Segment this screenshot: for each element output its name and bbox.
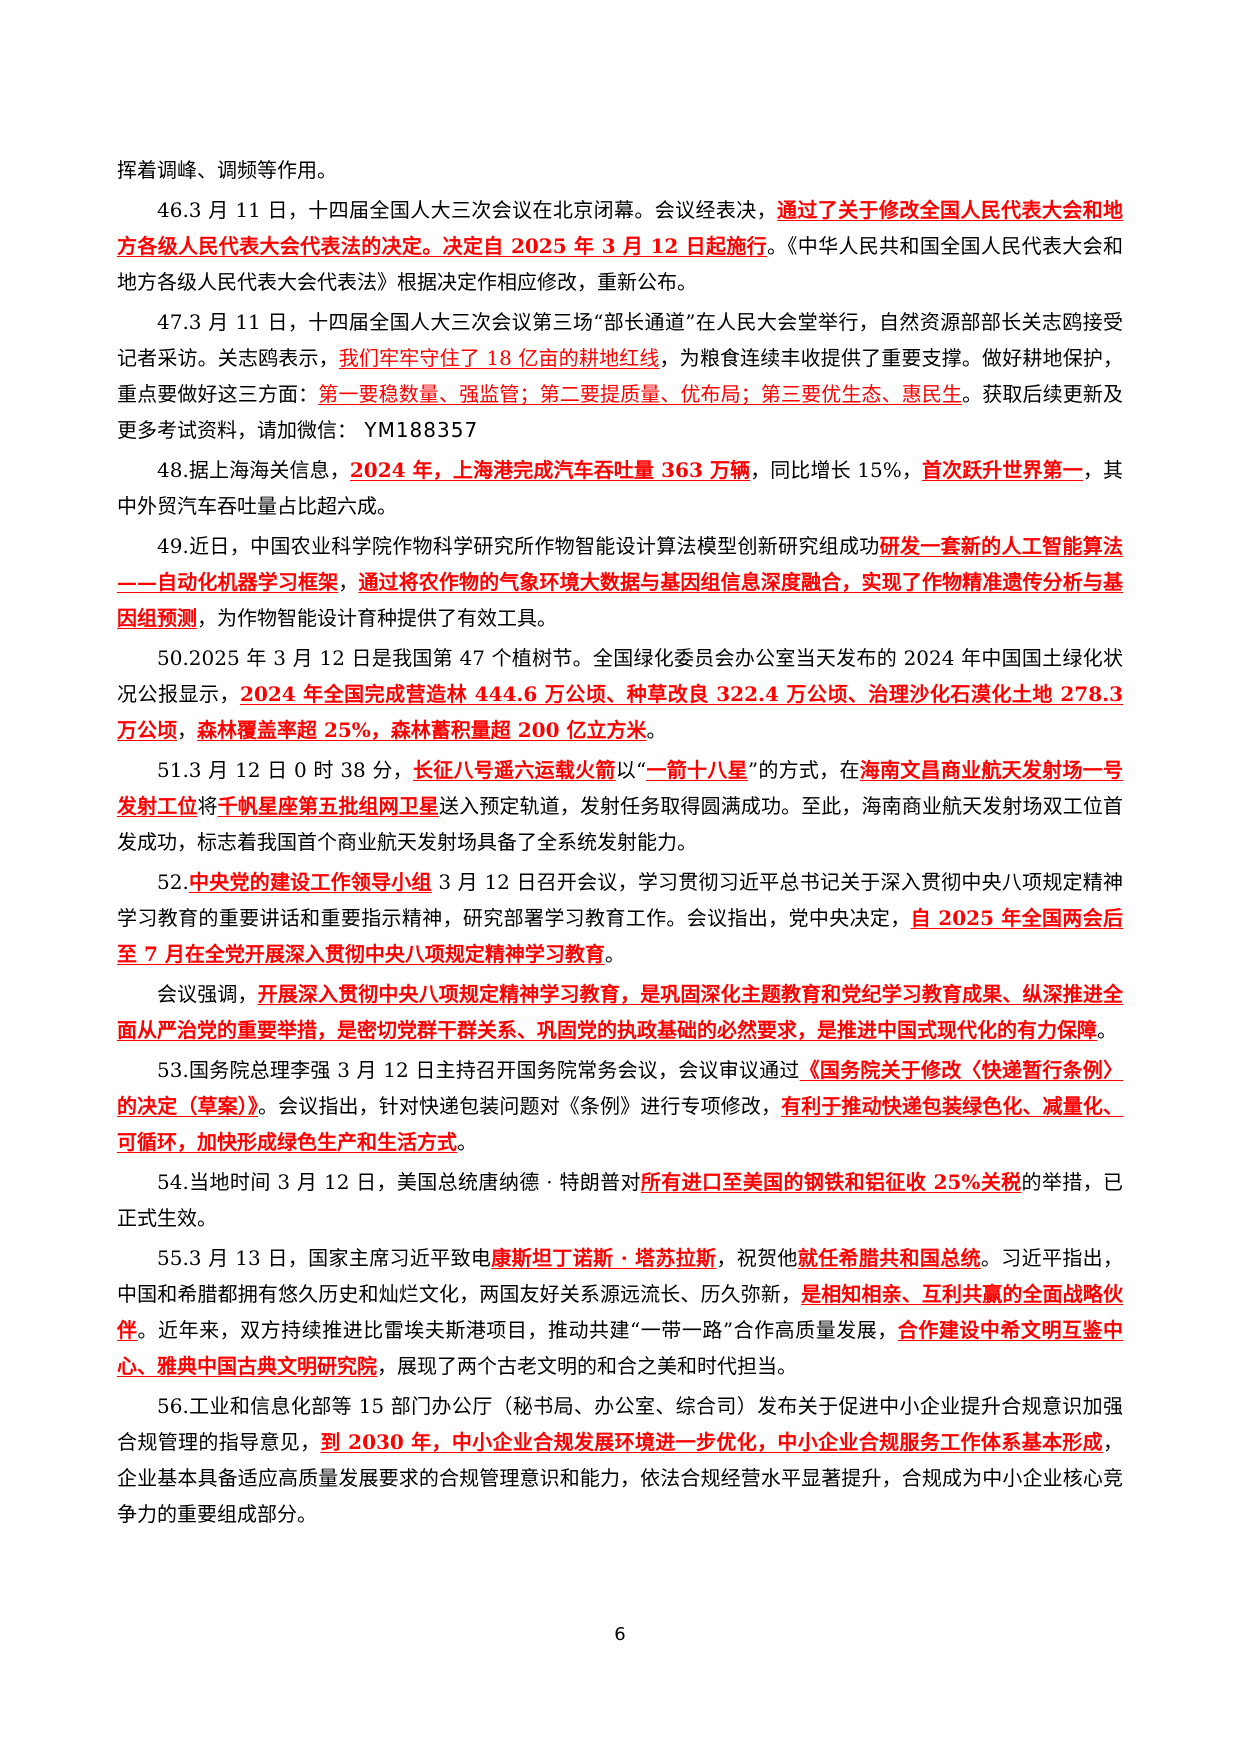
text-segment: 50.2025 年 3 月 12 日是我国第 47 个植树节。全国绿化委员会办公… xyxy=(117,646,1123,706)
text-segment: 56.工业和信息化部等 15 部门办公厅（秘书局、办公室、综合司）发布关于促进中… xyxy=(117,1394,1123,1454)
text-segment: 53.国务院总理李强 3 月 12 日主持召开国务院常务会议，会议审议通过 xyxy=(157,1058,800,1082)
text-segment: 挥着调峰、调频等作用。 xyxy=(117,158,337,182)
highlighted-text: 第一要稳数量、强监管；第二要提质量、优布局；第三要优生态、惠民生 xyxy=(318,382,963,406)
text-segment: ，祝贺他 xyxy=(716,1246,798,1270)
highlighted-text: 康斯坦丁诺斯 · 塔苏拉斯 xyxy=(491,1246,717,1270)
highlighted-text: 中央党的建设工作领导小组 xyxy=(188,870,432,894)
text-segment: 以“ xyxy=(615,758,647,782)
highlighted-text: 就任希腊共和国总统 xyxy=(797,1246,981,1270)
paragraph-p56: 56.工业和信息化部等 15 部门办公厅（秘书局、办公室、综合司）发布关于促进中… xyxy=(117,1388,1123,1532)
highlighted-text: 到 2030 年，中小企业合规发展环境进一步优化，中小企业合规服务工作体系基本形… xyxy=(320,1430,1104,1454)
paragraph-p49: 49.近日，中国农业科学院作物科学研究所作物智能设计算法模型创新研究组成功研发一… xyxy=(117,528,1123,636)
text-segment: ”的方式，在 xyxy=(747,758,860,782)
text-segment: YM188357 xyxy=(357,418,479,442)
highlighted-text: 开展深入贯彻中央八项规定精神学习教育，是巩固深化主题教育和党纪学习教育成果、纵深… xyxy=(117,982,1124,1042)
highlighted-text: 我们牢牢守住了 18 亿亩的耕地红线 xyxy=(338,346,660,370)
text-segment: ，其中外贸汽车吞吐量占比超六成。 xyxy=(117,458,1124,518)
highlighted-text: 一箭十八星 xyxy=(646,758,748,782)
paragraph-p53: 53.国务院总理李强 3 月 12 日主持召开国务院常务会议，会议审议通过《国务… xyxy=(117,1052,1123,1160)
text-segment: ， xyxy=(177,718,197,742)
highlighted-text: 通过了关于修改全国人民代表大会和地方各级人民代表大会代表法的决定。决定自 202… xyxy=(117,198,1123,258)
highlighted-text: 是相知相亲、互利共赢的全面战略伙伴 xyxy=(117,1282,1124,1342)
text-segment: 送入预定轨道，发射任务取得圆满成功。至此，海南商业航天发射场双工位首发成功，标志… xyxy=(117,794,1124,854)
highlighted-text: 2024 年全国完成营造林 444.6 万公顷、种草改良 322.4 万公顷、治… xyxy=(117,682,1123,742)
text-segment: 46.3 月 11 日，十四届全国人大三次会议在北京闭幕。会议经表决， xyxy=(157,198,777,222)
text-segment: ，企业基本具备适应高质量发展要求的合规管理意识和能力，依法合规经营水平显著提升，… xyxy=(117,1430,1124,1526)
text-segment: 。《中华人民共和国全国人民代表大会和地方各级人民代表大会代表法》根据决定作相应修… xyxy=(117,234,1123,294)
text-segment: 55.3 月 13 日，国家主席习近平致电 xyxy=(157,1246,492,1270)
paragraph-p52: 52.中央党的建设工作领导小组 3 月 12 日召开会议，学习贯彻习近平总书记关… xyxy=(117,864,1123,972)
paragraph-p47: 47.3 月 11 日，十四届全国人大三次会议第三场“部长通道”在人民大会堂举行… xyxy=(117,304,1123,448)
text-segment: ，为粮食连续丰收提供了重要支撑。做好耕地保护，重点要做好这三方面： xyxy=(117,346,1124,406)
text-segment: 。 xyxy=(457,1130,477,1154)
text-segment: ，同比增长 15%， xyxy=(750,458,922,482)
highlighted-text: 有利于推动快递包装绿色化、减量化、可循环，加快形成绿色生产和生活方式 xyxy=(117,1094,1124,1154)
text-segment: 的举措，已正式生效。 xyxy=(117,1170,1124,1230)
text-segment: ， xyxy=(338,570,359,594)
text-segment: 3 月 12 日召开会议，学习贯彻习近平总书记关于深入贯彻中央八项规定精神学习教… xyxy=(117,870,1124,930)
paragraph-p50: 50.2025 年 3 月 12 日是我国第 47 个植树节。全国绿化委员会办公… xyxy=(117,640,1123,748)
paragraph-p48: 48.据上海海关信息，2024 年，上海港完成汽车吞吐量 363 万辆，同比增长… xyxy=(117,452,1123,524)
text-segment: ，展现了两个古老文明的和合之美和时代担当。 xyxy=(377,1354,797,1378)
text-segment: 。 xyxy=(1097,1018,1117,1042)
highlighted-text: 长征八号遥六运载火箭 xyxy=(412,758,616,782)
text-segment: 会议强调， xyxy=(157,982,258,1006)
text-segment: 。 xyxy=(604,942,625,966)
text-segment: 47.3 月 11 日，十四届全国人大三次会议第三场“部长通道”在人民大会堂举行… xyxy=(117,310,1123,370)
text-segment: 。获取后续更新及更多考试资料，请加微信： xyxy=(117,382,1124,442)
highlighted-text: 千帆星座第五批组网卫星 xyxy=(217,794,439,818)
highlighted-text: 研发一套新的人工智能算法——自动化机器学习框架 xyxy=(117,534,1124,594)
paragraph-p55: 55.3 月 13 日，国家主席习近平致电康斯坦丁诺斯 · 塔苏拉斯，祝贺他就任… xyxy=(117,1240,1123,1384)
highlighted-text: 自 2025 年全国两会后至 7 月在全党开展深入贯彻中央八项规定精神学习教育 xyxy=(117,906,1124,966)
highlighted-text: 通过将农作物的气象环境大数据与基因组信息深度融合，实现了作物精准遗传分析与基因组… xyxy=(117,570,1123,630)
text-segment: 52. xyxy=(157,870,189,894)
highlighted-text: 森林覆盖率超 25%，森林蓄积量超 200 亿立方米 xyxy=(197,718,647,742)
highlighted-text: 所有进口至美国的钢铁和铝征收 25%关税 xyxy=(640,1170,1022,1194)
text-segment: 51.3 月 12 日 0 时 38 分， xyxy=(157,758,413,782)
highlighted-text: 《国务院关于修改〈快递暂行条例〉的决定（草案）》 xyxy=(117,1058,1124,1118)
paragraph-p46: 46.3 月 11 日，十四届全国人大三次会议在北京闭幕。会议经表决，通过了关于… xyxy=(117,192,1123,300)
highlighted-text: 合作建设中希文明互鉴中心、雅典中国古典文明研究院 xyxy=(117,1318,1124,1378)
text-segment: ，为作物智能设计育种提供了有效工具。 xyxy=(197,606,557,630)
document-body: 挥着调峰、调频等作用。 46.3 月 11 日，十四届全国人大三次会议在北京闭幕。… xyxy=(117,152,1123,1536)
paragraph-p-cont: 挥着调峰、调频等作用。 xyxy=(117,152,1123,188)
paragraph-p52b: 会议强调，开展深入贯彻中央八项规定精神学习教育，是巩固深化主题教育和党纪学习教育… xyxy=(117,976,1123,1048)
highlighted-text: 首次跃升世界第一 xyxy=(921,458,1083,482)
text-segment: 。习近平指出，中国和希腊都拥有悠久历史和灿烂文化，两国友好关系源远流长、历久弥新… xyxy=(117,1246,1124,1306)
highlighted-text: 2024 年，上海港完成汽车吞吐量 363 万辆 xyxy=(349,458,751,482)
page-number: 6 xyxy=(614,1624,626,1645)
text-segment: 。近年来，双方持续推进比雷埃夫斯港项目，推动共建“一带一路”合作高质量发展， xyxy=(137,1318,898,1342)
highlighted-text: 海南文昌商业航天发射场一号发射工位 xyxy=(117,758,1124,818)
text-segment: 。会议指出，针对快递包装问题对《条例》进行专项修改， xyxy=(257,1094,782,1118)
text-segment: 49.近日，中国农业科学院作物科学研究所作物智能设计算法模型创新研究组成功 xyxy=(157,534,880,558)
text-segment: 54.当地时间 3 月 12 日，美国总统唐纳德 · 特朗普对 xyxy=(157,1170,641,1194)
text-segment: 将 xyxy=(197,794,218,818)
text-segment: 48.据上海海关信息， xyxy=(157,458,350,482)
paragraph-p51: 51.3 月 12 日 0 时 38 分，长征八号遥六运载火箭以“一箭十八星”的… xyxy=(117,752,1123,860)
text-segment: 。 xyxy=(646,718,667,742)
paragraph-p54: 54.当地时间 3 月 12 日，美国总统唐纳德 · 特朗普对所有进口至美国的钢… xyxy=(117,1164,1123,1236)
